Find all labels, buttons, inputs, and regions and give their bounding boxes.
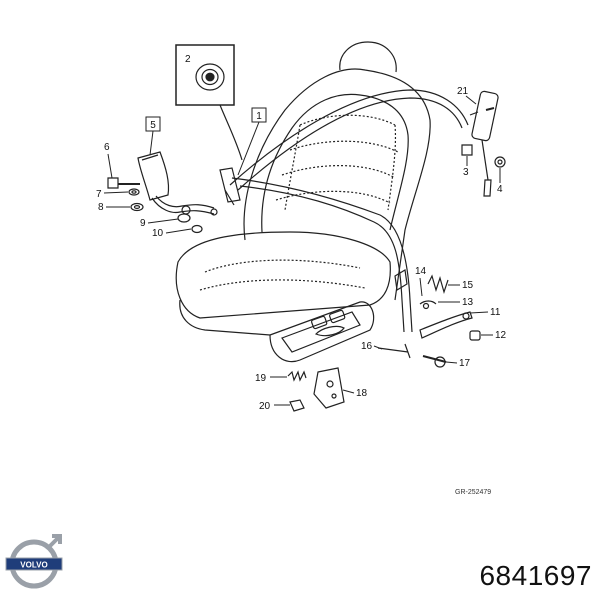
callout-label-16: 16: [361, 341, 373, 352]
inset-part-2: [175, 44, 243, 161]
seat-belt-webbing: [219, 89, 469, 333]
seat-illustration: [175, 41, 431, 363]
volvo-logo: VOLVO: [5, 534, 63, 589]
volvo-logo-text: VOLVO: [20, 561, 47, 570]
part-number: 6841697: [479, 560, 592, 591]
callout-label-18: 18: [356, 388, 368, 399]
callout-label-2: 2: [185, 54, 191, 65]
callout-label-10: 10: [152, 228, 164, 239]
callout-label-20: 20: [259, 401, 271, 412]
retractor-assembly: [469, 90, 499, 197]
callout-label-8: 8: [98, 202, 104, 213]
callout-label-6: 6: [104, 142, 110, 153]
callout-label-17: 17: [459, 358, 471, 369]
callout-label-14: 14: [415, 266, 427, 277]
callout-box-5: 5: [145, 116, 161, 156]
callout-label-3: 3: [463, 167, 469, 178]
callout-label-11: 11: [490, 307, 501, 318]
callout-label-13: 13: [462, 297, 474, 308]
buckle-assembly: [137, 151, 218, 216]
callout-label-5: 5: [150, 120, 156, 131]
anchor-hardware: [107, 144, 506, 412]
callout-label-12: 12: [495, 330, 507, 341]
callout-label-7: 7: [96, 189, 102, 200]
callout-label-21: 21: [457, 86, 469, 97]
callout-label-19: 19: [255, 373, 267, 384]
callout-label-15: 15: [462, 280, 474, 291]
callout-label-1: 1: [256, 111, 262, 122]
callout-label-4: 4: [497, 184, 503, 195]
callout-box-1: 1: [237, 107, 267, 176]
callout-label-9: 9: [140, 218, 146, 229]
diagram-reference: GR-252479: [455, 489, 491, 496]
callout-numbers: 2 6 7 8 9 10 21 3 4 14 15 13 11 12 16 17…: [96, 54, 507, 412]
